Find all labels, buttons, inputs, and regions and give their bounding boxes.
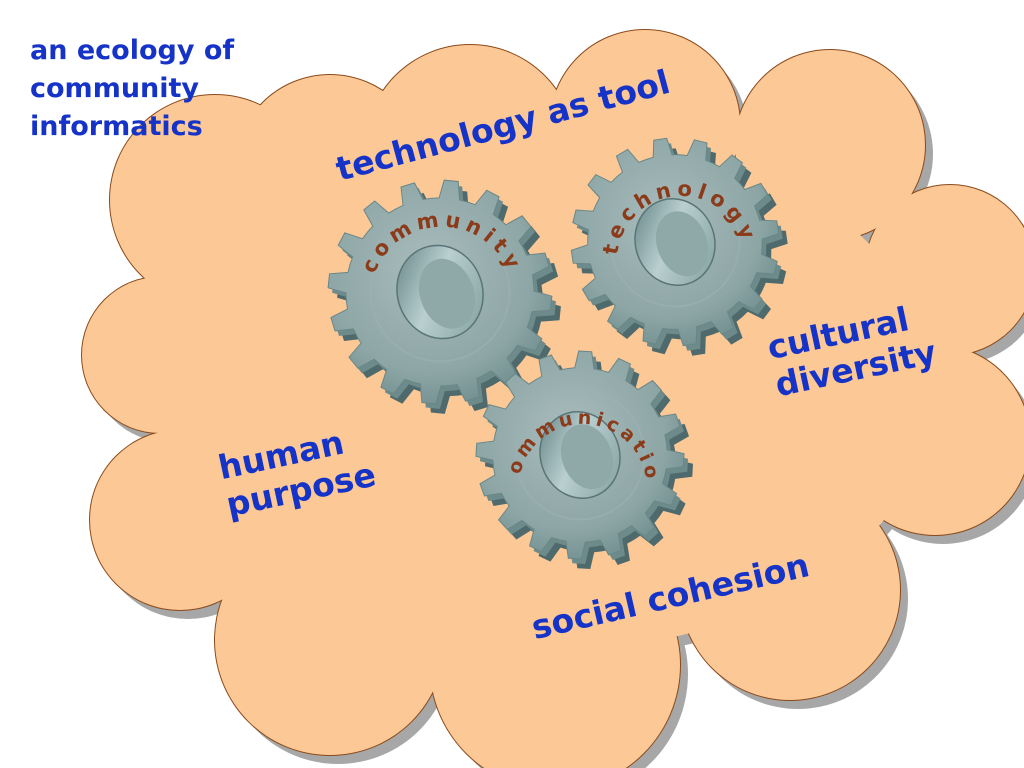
title-line-2: community xyxy=(30,73,200,104)
title-line-3: informatics xyxy=(30,111,203,142)
diagram-title: an ecology of community informatics xyxy=(30,32,290,146)
gear-community xyxy=(327,179,561,414)
gear-technology xyxy=(570,137,788,356)
gear-ring xyxy=(609,176,741,308)
gear-ring xyxy=(369,221,511,363)
title-line-1: an ecology of xyxy=(30,35,235,66)
gear-hole-inner xyxy=(655,211,709,277)
gear-hole-inner xyxy=(560,424,614,490)
gear-communication xyxy=(475,350,693,569)
gear-hole-inner xyxy=(418,258,476,329)
gear-ring xyxy=(514,389,646,521)
